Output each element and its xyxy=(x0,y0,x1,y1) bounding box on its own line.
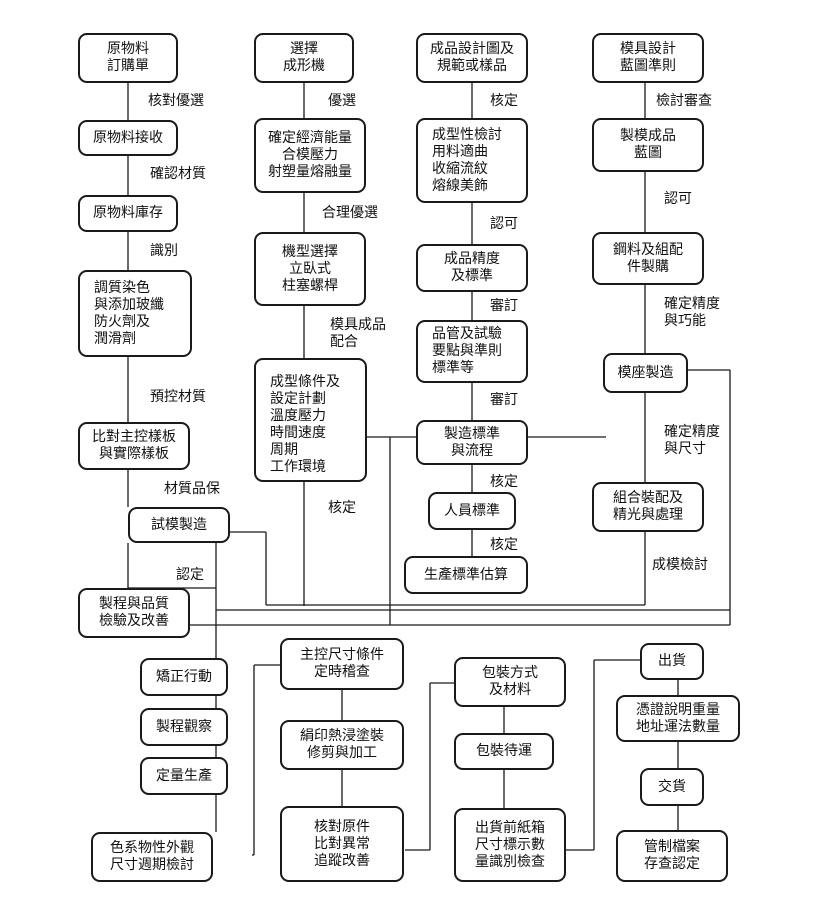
box-raw-material-order: 原物料 訂購單 xyxy=(78,33,178,83)
box-personnel-standard: 人員標準 xyxy=(428,492,516,530)
box-production-estimate: 生產標準估算 xyxy=(404,556,528,594)
edge-label: 核定 xyxy=(490,537,518,553)
edge-label: 核定 xyxy=(328,500,356,516)
edge-label: 確定精度 與巧能 xyxy=(664,296,720,329)
box-verify-original: 核對原件 比對異常 追蹤改善 xyxy=(280,806,404,882)
box-compare-sample: 比對主控樣板 與實際樣板 xyxy=(78,422,190,470)
edge-label: 預控材質 xyxy=(150,389,206,405)
box-packaging-method: 包裝方式 及材料 xyxy=(454,657,566,707)
edge-label: 核對優選 xyxy=(148,93,204,109)
box-shipping-documents: 憑證說明重量 地址運法數量 xyxy=(616,695,740,742)
box-moldability-review: 成型性檢討 用料適曲 收縮流紋 熔線美飾 xyxy=(416,118,528,203)
box-awaiting-shipment: 包裝待運 xyxy=(454,733,554,770)
box-delivery: 交貨 xyxy=(640,768,704,806)
edge-label: 核定 xyxy=(490,474,518,490)
box-file-control: 管制檔案 存查認定 xyxy=(616,830,728,882)
box-printing-coating: 絹印熱浸塗裝 修剪與加工 xyxy=(280,720,404,770)
edge-label: 合理優選 xyxy=(322,205,378,221)
box-shipping: 出貨 xyxy=(640,643,704,680)
box-molding-conditions: 成型條件及 設定計劃 溫度壓力 時間速度 周期 工作環境 xyxy=(254,358,367,482)
edge-label: 核定 xyxy=(490,93,518,109)
box-process-quality-inspection: 製程與品質 檢驗及改善 xyxy=(78,588,190,638)
edge-label: 審訂 xyxy=(490,392,518,408)
box-determine-capacity: 確定經濟能量 合模壓力 射塑量熔融量 xyxy=(254,118,366,193)
box-machine-type-selection: 機型選擇 立臥式 柱塞螺桿 xyxy=(254,232,366,306)
box-qc-test-criteria: 品管及試驗 要點與準則 標準等 xyxy=(416,320,528,383)
edge-label: 優選 xyxy=(328,93,356,109)
edge-label: 檢討審查 xyxy=(656,93,712,109)
edge-label: 審訂 xyxy=(490,298,518,314)
edge-label: 認可 xyxy=(664,191,692,207)
box-raw-material-receiving: 原物料接收 xyxy=(78,120,178,156)
edge-label: 認定 xyxy=(176,567,204,583)
edge-label: 材質品保 xyxy=(164,481,220,497)
box-mold-design-blueprint: 模具設計 藍圖準則 xyxy=(592,33,704,83)
box-carton-inspection: 出貨前紙箱 尺寸標示數 量識別檢查 xyxy=(454,808,566,882)
box-conditioning-coloring: 調質染色 與添加玻纖 防火劑及 潤滑劑 xyxy=(78,270,192,357)
edge-label: 確認材質 xyxy=(150,166,206,182)
edge-label: 成模檢討 xyxy=(652,557,708,573)
box-steel-parts-purchase: 鋼料及組配 件製購 xyxy=(592,232,704,285)
box-manufacturing-standard: 製造標準 與流程 xyxy=(416,420,528,465)
edge-label: 確定精度 與尺寸 xyxy=(664,424,720,457)
box-mold-product-blueprint: 製模成品 藍圖 xyxy=(592,118,704,172)
box-trial-molding: 試模製造 xyxy=(128,507,230,543)
box-raw-material-inventory: 原物料庫存 xyxy=(78,195,178,232)
box-color-property-review: 色系物性外觀 尺寸週期檢討 xyxy=(91,832,213,882)
box-assembly-finishing: 組合裝配及 精光與處理 xyxy=(592,482,704,532)
edge-label: 模具成品 配合 xyxy=(330,317,386,350)
box-select-molding-machine: 選擇 成形機 xyxy=(254,33,354,83)
box-mold-base-manufacturing: 模座製造 xyxy=(603,353,688,393)
box-product-precision-standard: 成品精度 及標準 xyxy=(416,244,528,292)
box-corrective-action: 矯正行動 xyxy=(140,658,228,696)
edge-label: 認可 xyxy=(490,216,518,232)
box-dimension-audit: 主控尺寸條件 定時稽查 xyxy=(280,638,404,690)
box-product-design-drawing: 成品設計圖及 規範或樣品 xyxy=(416,33,528,83)
box-process-observation: 製程觀察 xyxy=(140,708,228,746)
edge-label: 識別 xyxy=(150,243,178,259)
box-mass-production: 定量生產 xyxy=(140,757,228,795)
